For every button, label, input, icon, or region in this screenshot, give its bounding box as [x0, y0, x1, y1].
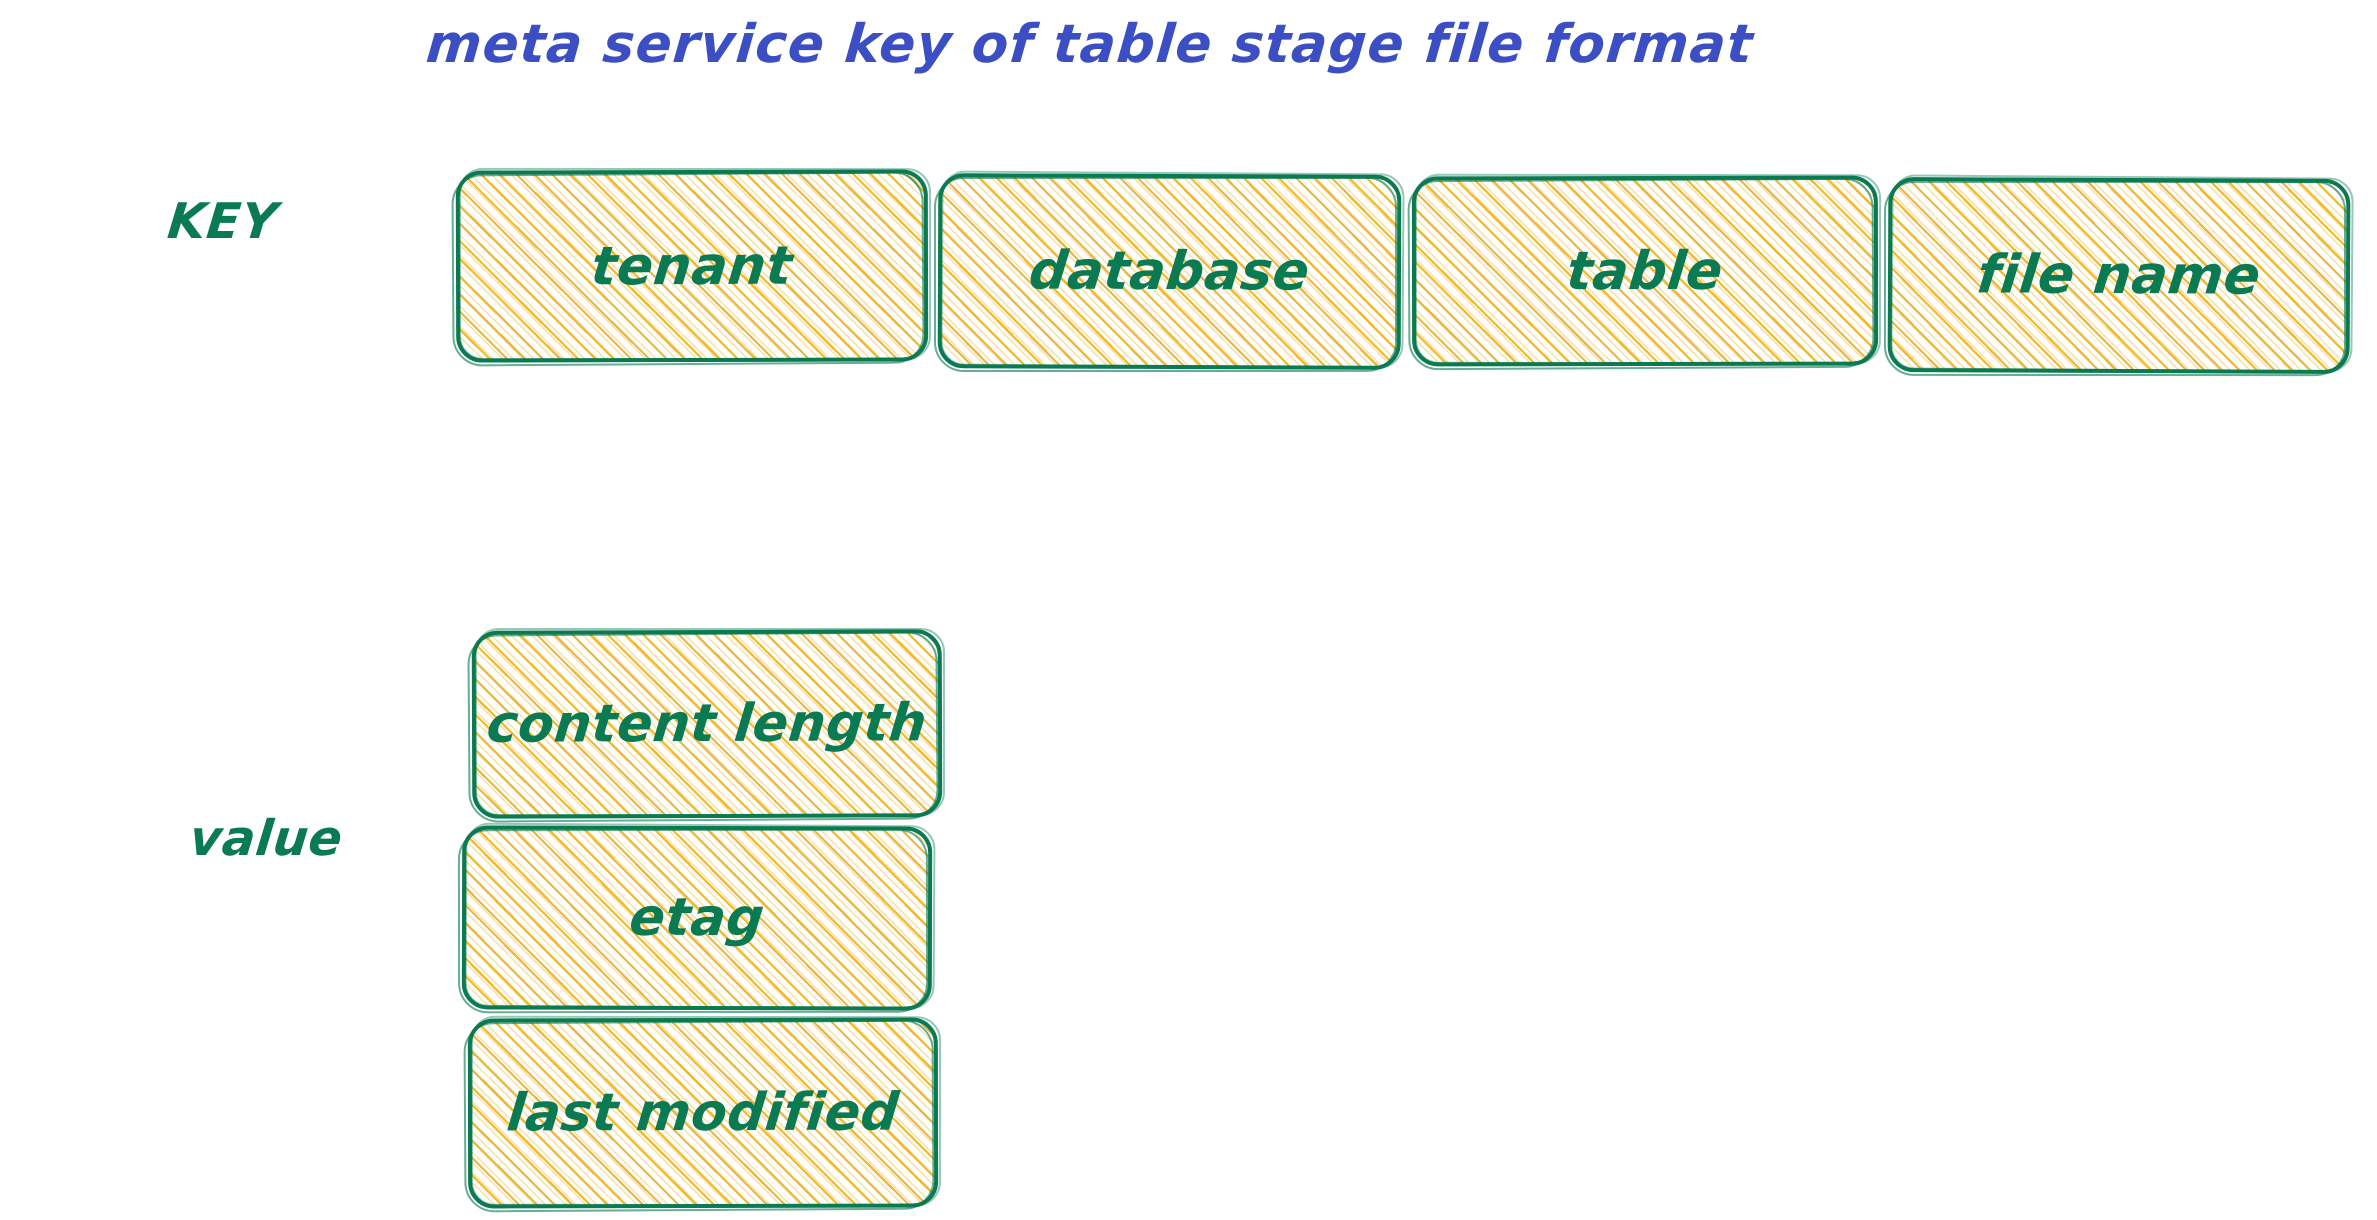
value-box-content-length[interactable]: content length: [467, 627, 945, 823]
key-box-file-name[interactable]: file name: [1883, 174, 2354, 377]
key-box-label: file name: [1974, 244, 2264, 307]
page-title: meta service key of table stage file for…: [423, 14, 1757, 75]
value-row-label: value: [187, 810, 346, 867]
value-box-etag[interactable]: etag: [457, 822, 936, 1014]
key-box-label: database: [1026, 240, 1313, 303]
key-box-database[interactable]: database: [933, 170, 1405, 373]
key-box-tenant[interactable]: tenant: [451, 167, 932, 367]
value-box-last-modified[interactable]: last modified: [463, 1015, 942, 1213]
value-box-label: content length: [483, 693, 930, 755]
value-box-label: last modified: [504, 1082, 902, 1144]
key-box-label: tenant: [588, 235, 796, 297]
value-box-label: etag: [626, 887, 768, 949]
key-box-label: table: [1564, 240, 1726, 302]
key-box-table[interactable]: table: [1407, 173, 1882, 371]
key-row-label: KEY: [165, 193, 281, 250]
